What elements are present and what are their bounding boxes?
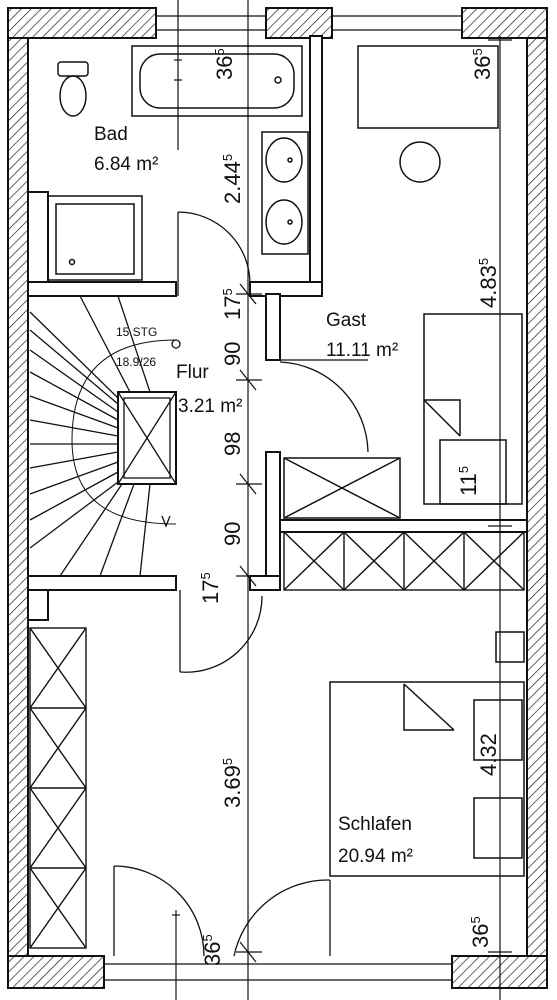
closet-left [29, 627, 87, 949]
door-schlafen [179, 590, 263, 673]
shower [47, 195, 143, 281]
wall-gast-left-b [265, 451, 281, 588]
wall-bath-bottom-r [249, 281, 323, 297]
wall-right [526, 35, 548, 969]
dim-sleep-369: 3.695 [220, 758, 245, 808]
wall-top-left [7, 7, 157, 39]
room-schlafen-area: 20.94 m² [338, 846, 413, 867]
closet-schlafen [283, 531, 525, 591]
wall-gast-left-a [265, 293, 281, 361]
wall-stair-bottom [27, 575, 177, 591]
room-gast-area: 11.11 m² [326, 340, 398, 361]
room-schlafen-name: Schlafen [338, 814, 412, 835]
dimension-labels: 365 365 2.445 4.835 175 90 98 90 175 115… [198, 48, 501, 966]
dim-bottom-right: 365 [468, 916, 493, 948]
gast-pillow-fold [423, 399, 461, 437]
dim-hall-175-top: 175 [220, 288, 245, 320]
room-gast-name: Gast [326, 310, 367, 331]
door-gast [279, 359, 369, 453]
room-labels: Bad 6.84 m² Gast 11.11 m² Flur 3.21 m² S… [94, 124, 413, 867]
dimension-lines [172, 0, 512, 1000]
bathroom-fixtures [47, 45, 309, 281]
gast-desk [357, 45, 499, 129]
wall-bath-right [309, 35, 323, 285]
room-flur-name: Flur [176, 362, 209, 383]
dim-sleep-432: 4.32 [476, 733, 501, 776]
bathtub [131, 45, 303, 117]
dim-hall-175-bot: 175 [198, 572, 223, 604]
staircase [29, 295, 181, 577]
toilet [57, 61, 89, 117]
dim-gast-height: 4.835 [476, 258, 501, 308]
stair-labels: 15 STG 18.9/26 [116, 325, 157, 369]
wall-top-right [461, 7, 548, 39]
dim-closet-115: 115 [456, 466, 481, 496]
bed-double [329, 681, 525, 877]
wall-bath-bottom [27, 281, 177, 297]
doors [113, 211, 369, 957]
stair-eye [117, 391, 177, 485]
washbasins [261, 131, 309, 255]
gast-chair [399, 141, 441, 183]
door-bad [177, 211, 251, 296]
schlafen-furniture [329, 631, 525, 877]
bed-pillow [403, 684, 454, 731]
dim-top-left: 365 [212, 48, 237, 80]
nightstand-top [473, 699, 523, 761]
stair-ratio: 18.9/26 [116, 355, 156, 369]
wall-bath-left-stub [27, 191, 49, 283]
schlafen-shelf [495, 631, 525, 663]
wall-low-left-stub [27, 589, 49, 621]
dim-hall-90-bot: 90 [220, 522, 245, 546]
wall-bottom-left [7, 955, 105, 989]
wall-flur-bottom-r [249, 575, 281, 591]
wall-left [7, 35, 29, 969]
door-double-bottom [113, 865, 331, 957]
stair-steps: 15 STG [116, 325, 157, 339]
dim-bath-height: 2.445 [220, 154, 245, 204]
gast-furniture [283, 45, 523, 519]
dim-hall-90-top: 90 [220, 342, 245, 366]
interior-walls [27, 35, 528, 621]
dim-hall-98: 98 [220, 432, 245, 456]
dim-top-right: 365 [470, 48, 495, 80]
gast-pillow [424, 399, 461, 436]
wall-top-mid [265, 7, 333, 39]
dim-bottom-left: 365 [200, 934, 225, 966]
room-bad-area: 6.84 m² [94, 154, 158, 175]
gast-nightstand [439, 439, 507, 505]
closet-gast [283, 457, 401, 519]
nightstand-bottom [473, 797, 523, 859]
room-bad-name: Bad [94, 124, 128, 145]
room-flur-area: 3.21 m² [178, 396, 242, 417]
